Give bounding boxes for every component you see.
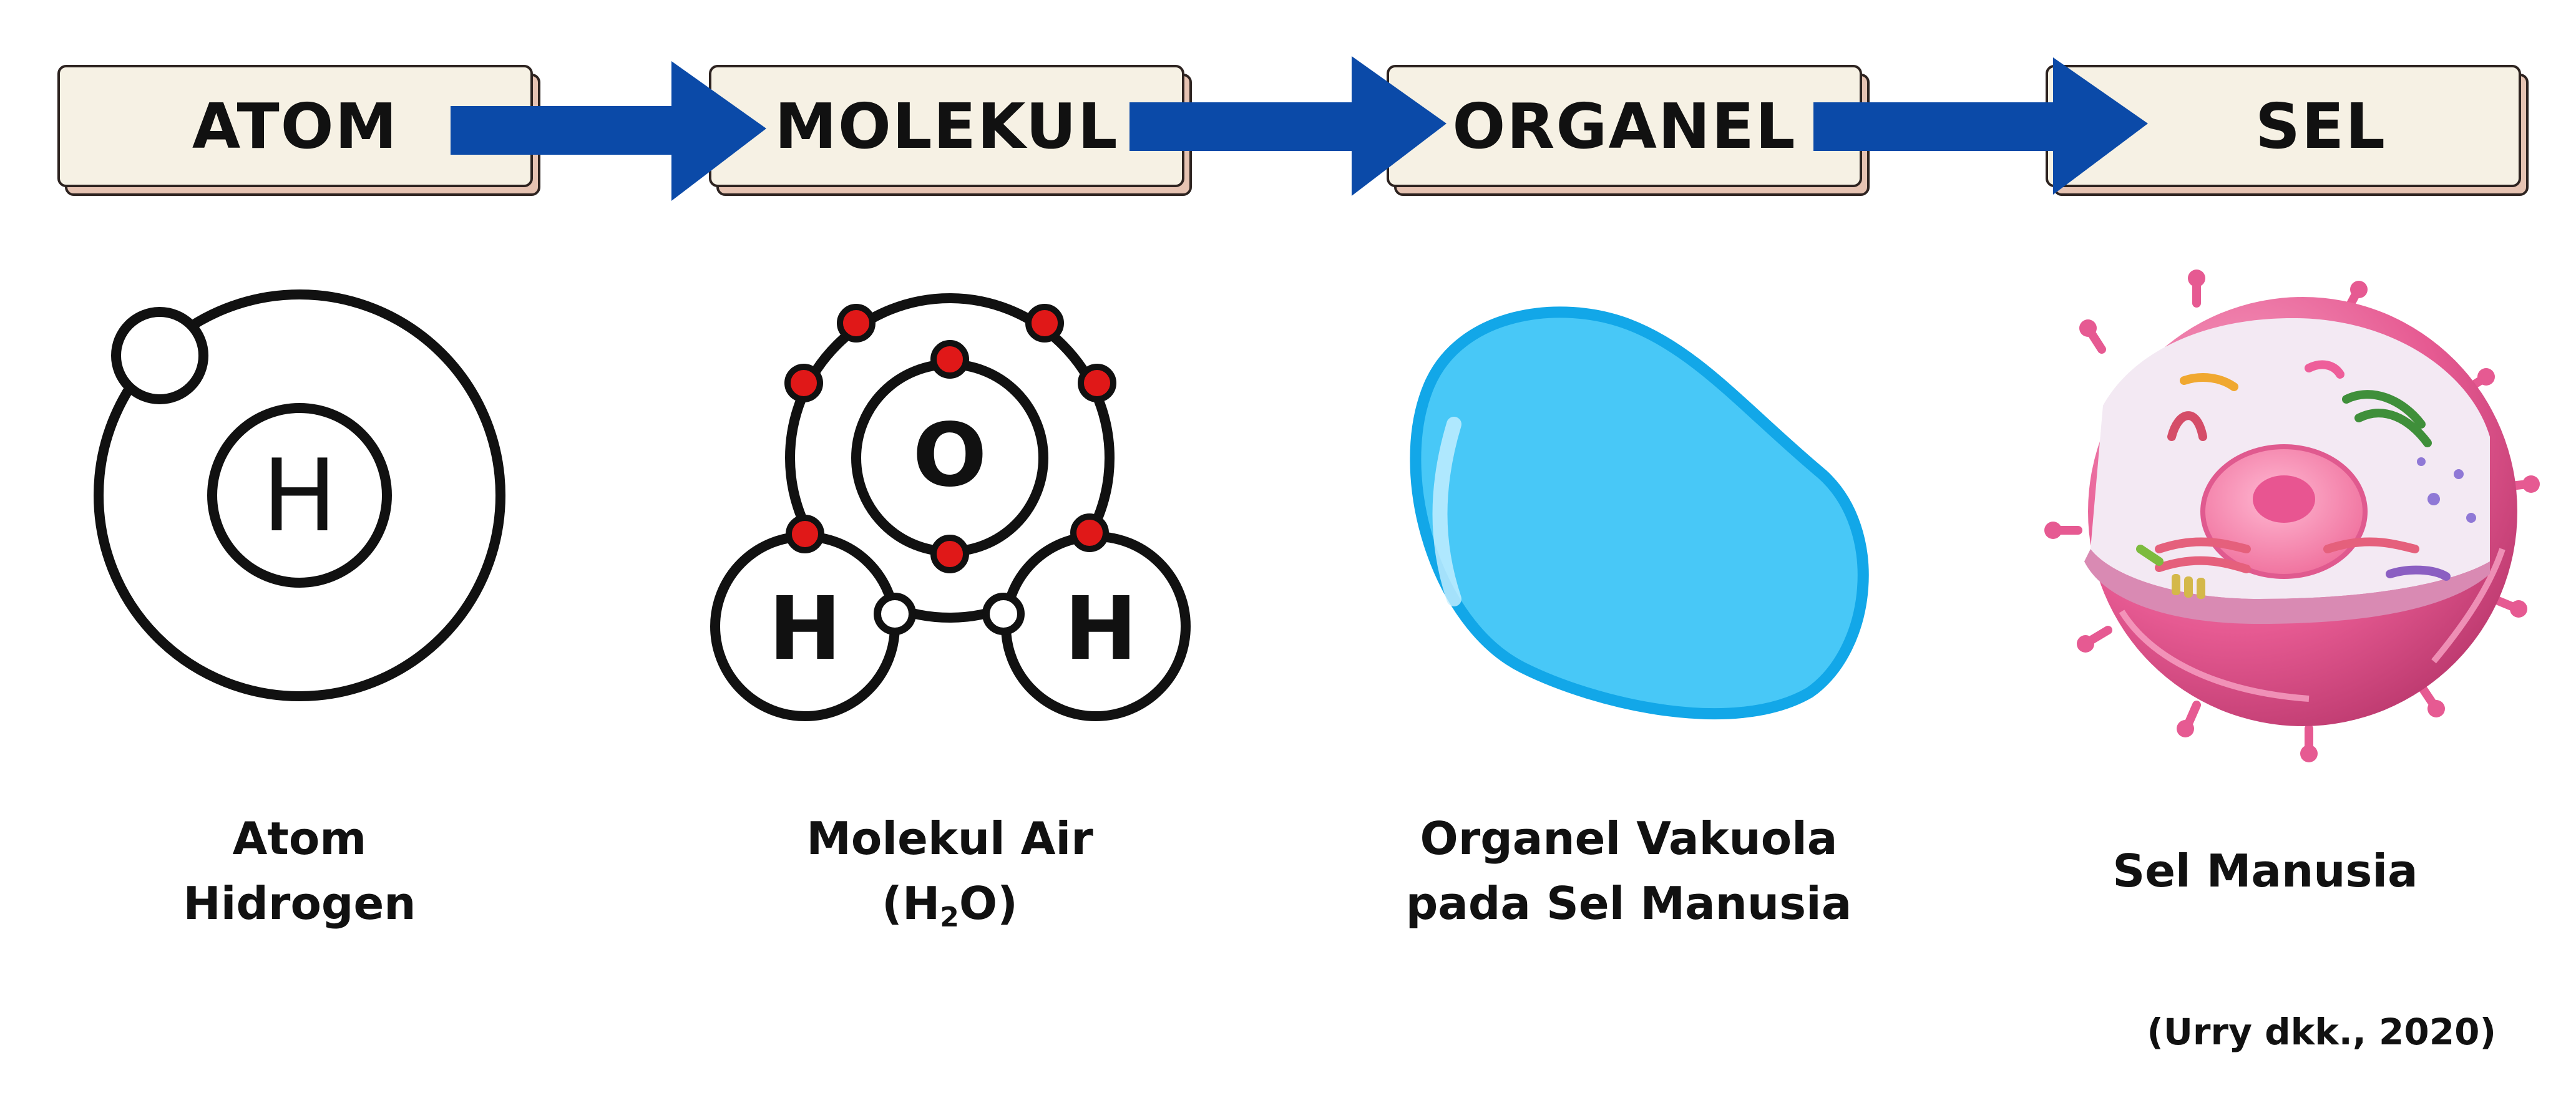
animal-cell-icon: [2044, 270, 2540, 762]
level-box-organel: ORGANEL: [1387, 65, 1870, 196]
hydrogen-atom-icon: H: [94, 289, 505, 701]
level-label-atom: ATOM: [192, 89, 399, 163]
caption-atom-line1: Atom: [232, 812, 367, 865]
caption-molecule-formula-subscript: 2: [940, 901, 959, 933]
caption-molecule: Molekul Air (H2O): [669, 806, 1231, 950]
electron-icon: [111, 307, 208, 404]
caption-organelle-line2: pada Sel Manusia: [1405, 877, 1852, 930]
source-citation: (Urry dkk., 2020): [2147, 1011, 2496, 1053]
electron-dots: [784, 304, 1116, 573]
caption-atom: Atom Hidrogen: [19, 806, 580, 936]
caption-organelle: Organel Vakuola pada Sel Manusia: [1348, 806, 1910, 936]
water-molecule-icon: O H H: [710, 293, 1191, 721]
box-face: ORGANEL: [1387, 65, 1862, 187]
caption-molecule-line2: (H2O): [669, 871, 1231, 950]
level-box-sel: SEL: [2046, 65, 2529, 196]
atom-symbol-h: H: [262, 437, 337, 554]
caption-molecule-formula-close: O): [959, 877, 1018, 930]
arrow-molekul-to-organel: [1129, 56, 1447, 196]
box-face: MOLEKUL: [709, 65, 1184, 187]
caption-molecule-line1: Molekul Air: [806, 812, 1093, 865]
caption-cell: Sel Manusia: [1984, 838, 2546, 903]
caption-molecule-formula-open: (H: [882, 877, 940, 930]
molecule-symbol-h-left: H: [768, 578, 841, 680]
level-label-molekul: MOLEKUL: [774, 89, 1119, 163]
box-face: ATOM: [57, 65, 533, 187]
level-label-sel: SEL: [2255, 89, 2387, 163]
level-box-molekul: MOLEKUL: [709, 65, 1192, 196]
caption-organelle-line1: Organel Vakuola: [1420, 812, 1838, 865]
arrow-organel-to-sel: [1813, 57, 2148, 195]
caption-atom-line2: Hidrogen: [183, 877, 416, 930]
molecule-symbol-h-right: H: [1064, 578, 1137, 680]
level-label-organel: ORGANEL: [1452, 89, 1797, 163]
vacuole-icon: [1410, 306, 1869, 720]
molecule-symbol-o: O: [912, 405, 987, 507]
caption-cell-line1: Sel Manusia: [2112, 845, 2418, 897]
arrow-atom-to-molekul: [451, 61, 766, 201]
